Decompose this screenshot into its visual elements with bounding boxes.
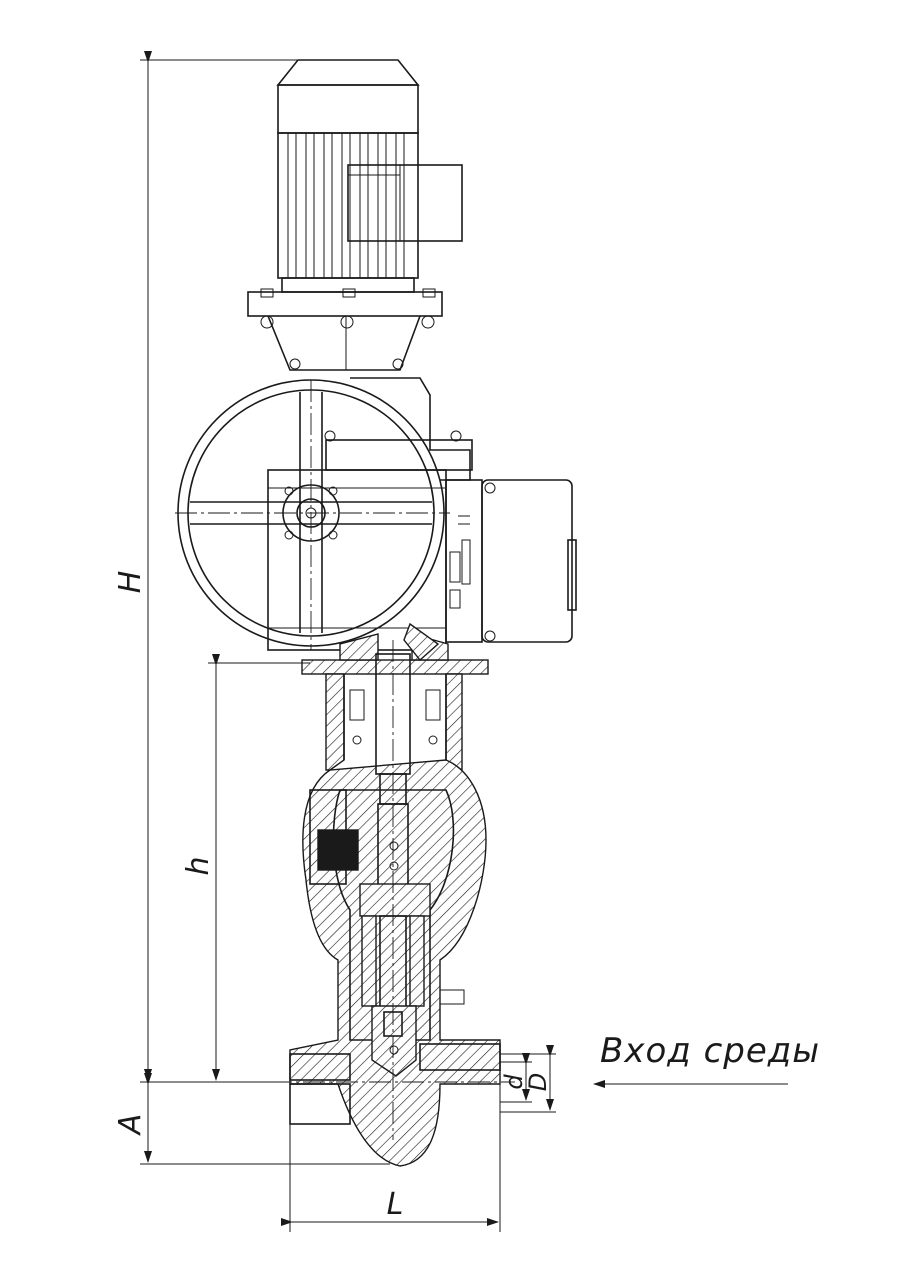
bonnet (325, 673, 463, 772)
dimension-H: H (113, 51, 300, 1083)
label-A: A (113, 1114, 148, 1137)
valve-body (289, 759, 501, 1167)
electric-motor (276, 59, 463, 293)
label-L: L (387, 1187, 404, 1222)
flow-annotation: Вход среды (593, 1031, 820, 1088)
dimension-A: A (113, 1073, 390, 1165)
dimension-d-D: d D (500, 1045, 556, 1113)
label-h: h (181, 856, 216, 875)
label-d: d (500, 1074, 528, 1090)
mounting-flange (301, 622, 489, 675)
valve-stem (359, 653, 465, 1077)
label-H: H (113, 571, 148, 594)
gearbox-housing (267, 377, 473, 651)
motor-adapter-flange (247, 288, 443, 371)
label-D: D (524, 1073, 552, 1091)
flow-direction-label: Вход среды (600, 1031, 820, 1071)
control-unit (445, 479, 577, 643)
dimension-h: h (181, 654, 310, 1081)
center-lines (175, 380, 515, 1140)
dimension-L: L (281, 1070, 501, 1232)
